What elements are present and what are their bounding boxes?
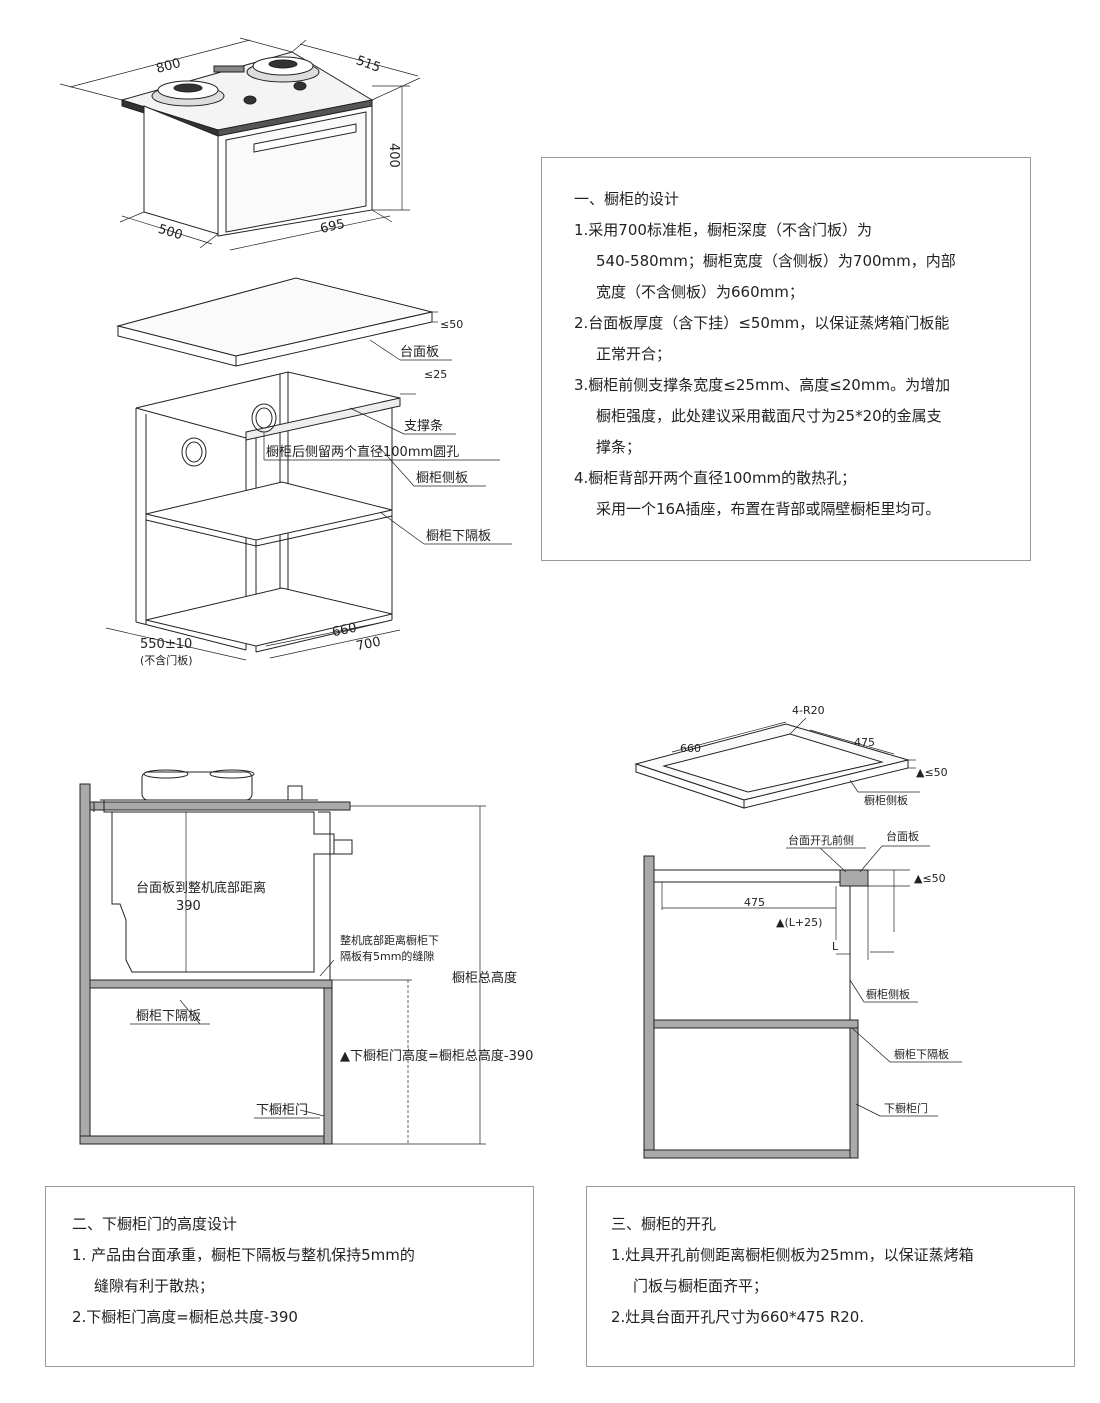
dim-800: 800 xyxy=(155,56,183,77)
label-countertop: 台面板 xyxy=(400,345,439,360)
section3-item2: 2.灶具台面开孔尺寸为660*475 R20. xyxy=(611,1308,865,1326)
label-front-cutout: 台面开孔前侧 xyxy=(788,833,854,847)
dim-le25: ≤25 xyxy=(424,368,447,381)
label-door-height: ▲下橱柜门高度=橱柜总高度-390 xyxy=(340,1048,533,1064)
dim-660-cutout: 660 xyxy=(680,742,701,755)
label-rear-holes: 橱柜后侧留两个直径100mm圆孔 xyxy=(266,445,459,460)
dim-le50-counter: ≤50 xyxy=(440,318,463,331)
side-section-drawing xyxy=(79,769,486,1145)
dim-550: 550±10 xyxy=(140,637,192,652)
section1-item4b: 采用一个16A插座，布置在背部或隔壁橱柜里均可。 xyxy=(596,500,941,518)
section3-box: 三、橱柜的开孔 1.灶具开孔前侧距离橱柜侧板为25mm，以保证蒸烤箱 门板与橱柜… xyxy=(586,1186,1075,1367)
section2-box: 二、下橱柜门的高度设计 1. 产品由台面承重，橱柜下隔板与整机保持5mm的 缝隙… xyxy=(45,1186,534,1367)
label-lower-door-section: 下橱柜门 xyxy=(884,1101,928,1115)
section1-item2a: 2.台面板厚度（含下挂）≤50mm，以保证蒸烤箱门板能 xyxy=(574,314,950,332)
section1-title: 一、橱柜的设计 xyxy=(574,190,680,208)
dim-l: L xyxy=(832,940,839,953)
section1-item1a: 1.采用700标准柜，橱柜深度（不含门板）为 xyxy=(574,221,872,239)
section2-item2: 2.下橱柜门高度=橱柜总共度-390 xyxy=(72,1308,298,1326)
section1-item2b: 正常开合； xyxy=(596,345,672,363)
section3-item1a: 1.灶具开孔前侧距离橱柜侧板为25mm，以保证蒸烤箱 xyxy=(611,1246,974,1264)
label-no-door: (不含门板) xyxy=(140,653,193,667)
cabinet-3d-drawing xyxy=(105,277,512,661)
section1-item3b: 橱柜强度，此处建议采用截面尺寸为25*20的金属支 xyxy=(596,407,942,425)
section3-title: 三、橱柜的开孔 xyxy=(611,1215,717,1233)
label-gap-line1: 整机底部距离橱柜下 xyxy=(340,933,439,947)
section2-item1b: 缝隙有利于散热； xyxy=(94,1277,215,1295)
label-total-height: 橱柜总高度 xyxy=(452,970,517,986)
label-distance: 台面板到整机底部距离 xyxy=(136,880,266,896)
section2-title: 二、下橱柜门的高度设计 xyxy=(72,1215,238,1233)
dim-le50-cutout: ▲≤50 xyxy=(916,766,948,779)
section1-item1c: 宽度（不含侧板）为660mm； xyxy=(596,283,804,301)
label-gap-line2: 隔板有5mm的缝隙 xyxy=(340,949,434,963)
label-side-panel-top: 橱柜侧板 xyxy=(864,793,908,807)
section1-item1b: 540-580mm；橱柜宽度（含侧板）为700mm，内部 xyxy=(596,252,956,270)
label-lower-shelf-side: 橱柜下隔板 xyxy=(136,1009,201,1024)
section1-box: 一、橱柜的设计 1.采用700标准柜，橱柜深度（不含门板）为 540-580mm… xyxy=(541,157,1031,561)
label-distance-value: 390 xyxy=(176,899,201,914)
dim-500: 500 xyxy=(156,222,184,244)
dim-695: 695 xyxy=(319,217,347,237)
section3-item1b: 门板与橱柜面齐平； xyxy=(633,1277,769,1295)
label-side-panel-section: 橱柜侧板 xyxy=(866,987,910,1001)
dim-475-section: 475 xyxy=(744,896,765,909)
section1-item3a: 3.橱柜前侧支撑条宽度≤25mm、高度≤20mm。为增加 xyxy=(574,376,951,394)
label-countertop-section: 台面板 xyxy=(886,829,919,843)
dim-660-cabinet: 660 xyxy=(331,620,358,640)
dim-475-cutout: 475 xyxy=(854,736,875,749)
section1-item4a: 4.橱柜背部开两个直径100mm的散热孔； xyxy=(574,469,857,487)
label-side-panel: 橱柜侧板 xyxy=(416,471,468,486)
appliance-3d-drawing xyxy=(59,37,421,251)
label-support-bar: 支撑条 xyxy=(404,418,443,434)
dim-700-cabinet: 700 xyxy=(355,634,382,654)
dim-l25: ▲(L+25) xyxy=(776,916,822,929)
section1-item3c: 撑条； xyxy=(596,438,642,456)
dim-515: 515 xyxy=(354,53,382,76)
cutout-section-drawing xyxy=(643,845,962,1159)
label-lower-shelf-section: 橱柜下隔板 xyxy=(894,1047,949,1061)
cutout-3d-drawing xyxy=(634,717,920,809)
dim-le50-section: ▲≤50 xyxy=(914,872,946,885)
dim-400: 400 xyxy=(386,143,401,168)
label-lower-shelf: 橱柜下隔板 xyxy=(426,529,491,544)
label-radius: 4-R20 xyxy=(792,704,825,717)
label-lower-door: 下橱柜门 xyxy=(256,1103,308,1118)
section2-item1a: 1. 产品由台面承重，橱柜下隔板与整机保持5mm的 xyxy=(72,1246,415,1264)
